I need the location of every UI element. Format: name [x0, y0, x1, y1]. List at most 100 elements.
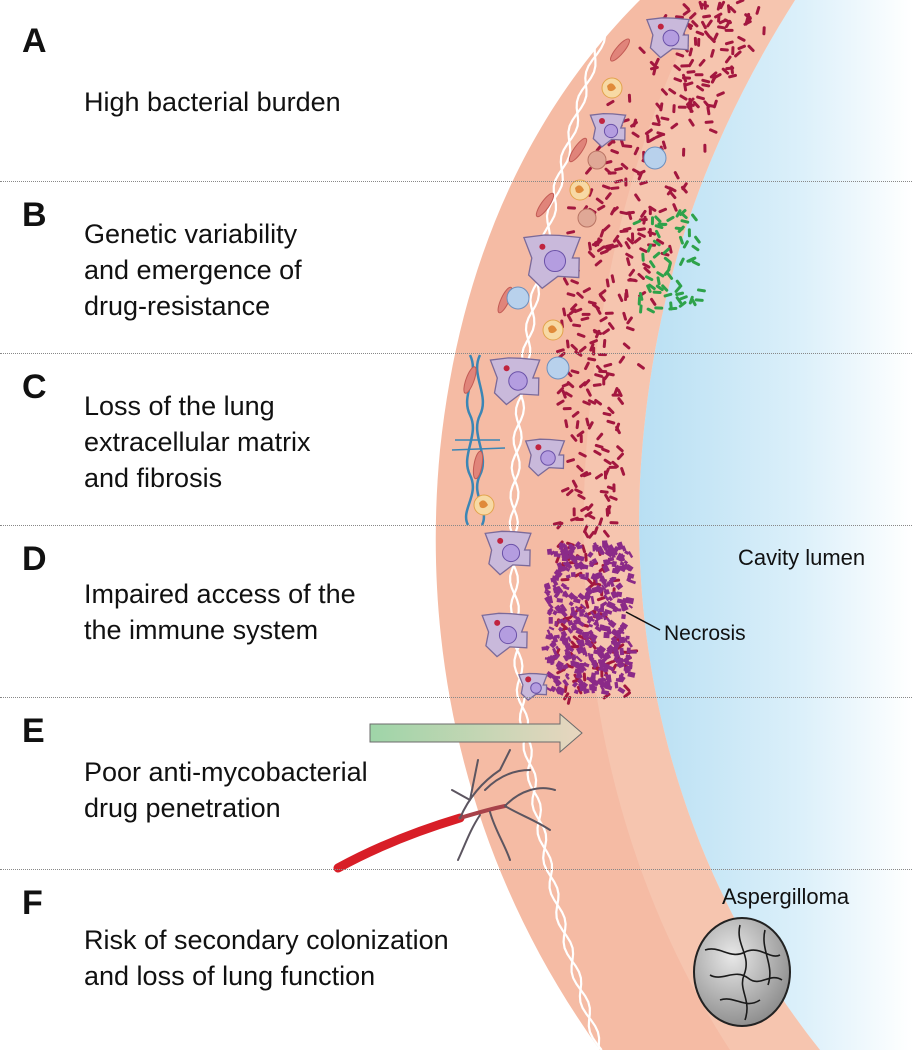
bacterium: [631, 232, 635, 242]
bacterium: [651, 122, 661, 127]
necrotic-debris: [565, 675, 570, 680]
necrotic-debris: [576, 560, 586, 571]
bacterium: [642, 262, 651, 269]
bacterium: [582, 400, 591, 406]
bacterium: [624, 241, 631, 250]
bacterium: [580, 505, 589, 513]
necrotic-debris: [601, 665, 609, 673]
bacterium: [570, 640, 578, 649]
necrotic-debris: [585, 572, 589, 579]
necrotic-debris: [621, 638, 627, 642]
necrotic-debris: [574, 541, 581, 548]
necrotic-debris: [603, 631, 610, 639]
bacterium: [564, 391, 573, 398]
necrotic-debris: [625, 635, 630, 640]
bacterium: [702, 14, 712, 19]
bacterium: [640, 209, 647, 218]
necrotic-debris: [584, 640, 594, 648]
necrotic-debris: [623, 666, 632, 672]
resistant-bacterium: [680, 212, 688, 220]
necrotic-debris: [586, 676, 591, 681]
necrotic-debris: [549, 595, 554, 604]
resistant-bacterium: [650, 216, 655, 226]
bacterium: [581, 312, 591, 316]
resistant-bacterium: [655, 284, 664, 292]
bacterium: [596, 596, 606, 602]
necrotic-debris: [576, 663, 584, 668]
bacterium: [679, 94, 688, 101]
necrotic-debris: [589, 684, 594, 691]
necrotic-debris: [617, 686, 626, 694]
necrosis-debris: [541, 540, 637, 696]
bacterium: [589, 339, 598, 345]
necrotic-debris: [560, 630, 568, 638]
bacterium: [560, 622, 569, 630]
bacterium: [654, 133, 664, 139]
bacterium: [578, 345, 587, 353]
bacterium: [701, 83, 711, 88]
bacterium: [627, 93, 632, 103]
bacterium: [556, 348, 565, 354]
necrotic-debris: [615, 582, 624, 591]
resistant-bacterium: [649, 260, 656, 269]
necrotic-debris: [589, 653, 594, 658]
bacterium: [686, 105, 694, 113]
necrotic-debris: [554, 604, 561, 612]
bacterium: [603, 458, 612, 465]
resistant-bacterium: [690, 297, 697, 307]
necrotic-debris: [546, 548, 553, 555]
blood-vessel-icon: [333, 749, 556, 873]
resistant-bacterium: [675, 291, 685, 296]
necrotic-debris: [570, 594, 579, 601]
bacterium: [595, 473, 603, 480]
necrotic-debris: [598, 668, 603, 671]
necrotic-debris: [590, 637, 597, 644]
resistant-bacterium: [674, 285, 682, 293]
bacterium: [617, 293, 624, 303]
resistant-bacterium: [645, 275, 654, 282]
bacterium: [734, 50, 742, 58]
necrotic-debris: [616, 608, 622, 612]
bacterium: [652, 66, 657, 76]
resistant-bacterium: [680, 219, 690, 224]
necrotic-debris: [615, 677, 623, 683]
bacterium: [570, 434, 578, 442]
macrophage-icon: [522, 234, 582, 290]
bacterium: [697, 37, 701, 47]
bacterium: [660, 88, 668, 96]
bacterium: [599, 294, 606, 302]
resistant-bacterium: [677, 225, 685, 233]
resistant-bacterium: [691, 213, 698, 222]
necrotic-debris: [626, 640, 633, 648]
bacterium: [608, 465, 618, 469]
necrotic-debris: [611, 560, 617, 568]
necrotic-debris: [547, 633, 555, 640]
necrotic-debris: [592, 545, 599, 553]
necrotic-debris: [607, 595, 613, 602]
bacterium: [701, 78, 711, 84]
necrotic-debris: [548, 617, 553, 624]
bacterium: [570, 343, 578, 352]
bacterium: [668, 88, 677, 95]
bacterium: [728, 73, 738, 79]
bacterium: [695, 30, 705, 36]
bacterium: [583, 379, 591, 387]
bacterium: [598, 369, 608, 374]
necrotic-debris: [552, 677, 562, 687]
macrophage-icon: [645, 17, 691, 59]
bacterium: [584, 361, 590, 371]
necrotic-debris: [571, 654, 576, 661]
necrotic-debris: [589, 561, 595, 568]
bacterium: [744, 13, 752, 21]
bacterium: [673, 77, 683, 83]
resistant-bacterium: [666, 272, 674, 280]
bacterium: [617, 388, 623, 398]
necrotic-debris: [565, 574, 571, 579]
necrotic-debris: [593, 542, 598, 549]
bacterium: [582, 287, 591, 294]
necrotic-debris: [566, 627, 574, 634]
necrotic-debris: [603, 610, 608, 617]
bacterium: [737, 44, 747, 51]
bacterium: [639, 247, 648, 253]
bacterium: [610, 274, 615, 284]
